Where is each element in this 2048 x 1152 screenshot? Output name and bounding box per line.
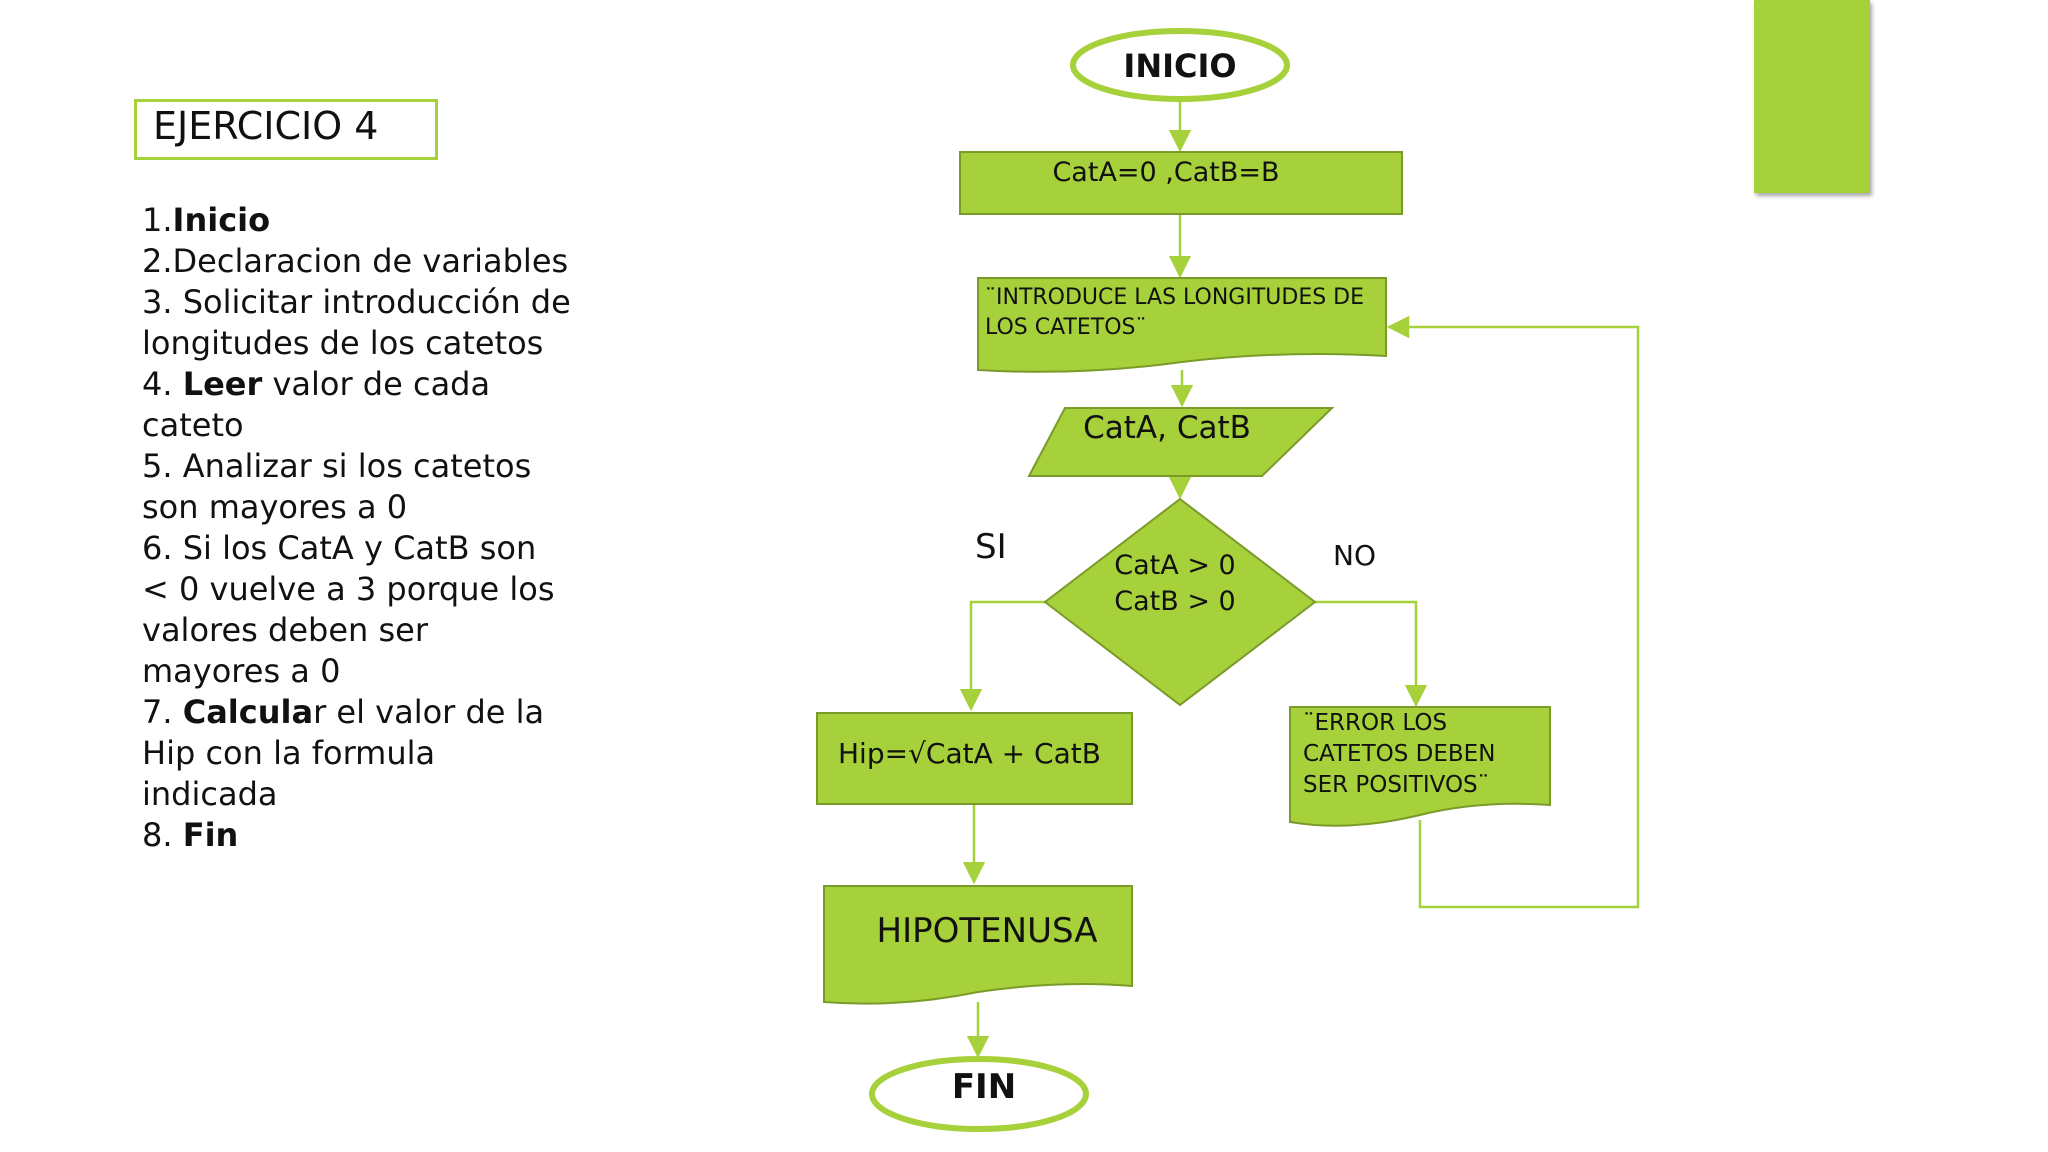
- step-text: 6. Si los CatA y CatB son < 0 vuelve a 3…: [142, 529, 555, 690]
- step-keyword: Leer: [182, 365, 263, 403]
- start-terminator: [1070, 28, 1290, 102]
- step-item: 1.Inicio: [142, 200, 572, 241]
- step-item: 2.Declaracion de variables: [142, 241, 572, 282]
- decision-diamond: [1043, 497, 1317, 707]
- calc-label: Hip=√CatA + CatB: [838, 737, 1101, 770]
- init-process: [959, 151, 1403, 215]
- calc-process: [816, 712, 1133, 805]
- connector-decision-no: [1315, 600, 1428, 708]
- prompt-document: [977, 277, 1387, 373]
- step-item: 6. Si los CatA y CatB son < 0 vuelve a 3…: [142, 528, 572, 692]
- prompt-label-line1: ¨INTRODUCE LAS LONGITUDES DE: [985, 285, 1364, 310]
- output-label: HIPOTENUSA: [877, 911, 1098, 951]
- step-keyword: Fin: [182, 816, 239, 854]
- step-text: 8.: [142, 816, 183, 854]
- error-document: [1289, 706, 1551, 827]
- yes-label: SI: [975, 527, 1007, 567]
- step-keyword: Inicio: [172, 201, 271, 239]
- step-text: 3. Solicitar introducción de longitudes …: [142, 283, 571, 362]
- step-item: 8. Fin: [142, 815, 572, 856]
- end-terminator: [869, 1056, 1089, 1132]
- end-label: FIN: [952, 1067, 1016, 1107]
- connector-decision-yes: [959, 600, 1045, 712]
- error-label-line1: ¨ERROR LOS: [1303, 710, 1447, 736]
- step-text: r el valor de la Hip con la formula indi…: [142, 693, 545, 813]
- start-label: INICIO: [1123, 47, 1236, 85]
- decision-label-line2: CatB > 0: [1114, 586, 1235, 617]
- step-text: 5. Analizar si los catetos son mayores a…: [142, 447, 532, 526]
- step-item: 4. Leer valor de cada cateto: [142, 364, 572, 446]
- step-text: 4.: [142, 365, 183, 403]
- step-item: 3. Solicitar introducción de longitudes …: [142, 282, 572, 364]
- error-label-line2: CATETOS DEBEN: [1303, 741, 1495, 767]
- error-label-line3: SER POSITIVOS¨: [1303, 772, 1489, 798]
- step-text: 1.: [142, 201, 173, 239]
- no-label: NO: [1333, 539, 1376, 572]
- output-document: [823, 885, 1133, 1005]
- init-label: CatA=0 ,CatB=B: [1052, 157, 1279, 188]
- input-parallelogram: [1027, 407, 1335, 477]
- decorative-green-bar: [1754, 0, 1870, 193]
- step-text: 7.: [142, 693, 183, 731]
- step-item: 5. Analizar si los catetos son mayores a…: [142, 446, 572, 528]
- exercise-title: EJERCICIO 4: [134, 99, 438, 160]
- input-label: CatA, CatB: [1083, 410, 1251, 446]
- step-text: valor de cada cateto: [142, 365, 491, 444]
- decision-label-line1: CatA > 0: [1114, 550, 1235, 581]
- prompt-label-line2: LOS CATETOS¨: [985, 315, 1147, 340]
- step-text: 2.Declaracion de variables: [142, 242, 569, 280]
- step-item: 7. Calcular el valor de la Hip con la fo…: [142, 692, 572, 815]
- step-keyword: Calcula: [182, 693, 314, 731]
- connector-error-loop: [1386, 315, 1640, 909]
